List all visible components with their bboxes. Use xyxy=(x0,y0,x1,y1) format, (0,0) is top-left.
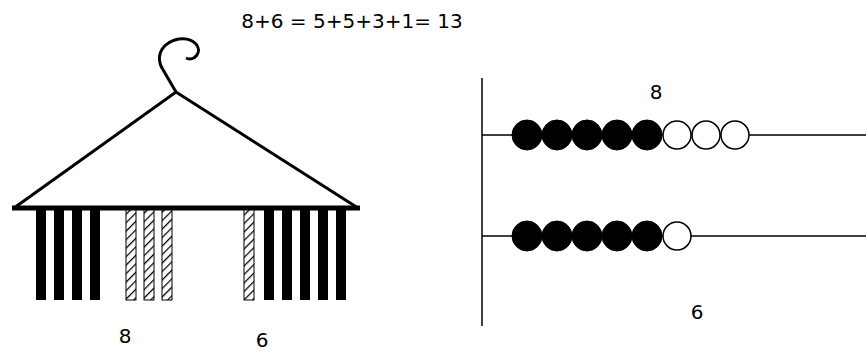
strips xyxy=(36,210,346,300)
abacus xyxy=(482,78,866,326)
black-strip xyxy=(36,210,46,300)
white-bead xyxy=(692,121,720,149)
black-strip xyxy=(72,210,82,300)
black-strip xyxy=(300,210,310,300)
black-bead xyxy=(572,120,602,150)
striped-strip xyxy=(126,210,136,300)
black-bead xyxy=(602,221,632,251)
black-bead xyxy=(512,221,542,251)
hanger-bar xyxy=(12,206,360,211)
black-strip xyxy=(318,210,328,300)
abacus-frame xyxy=(481,78,483,326)
striped-strip xyxy=(244,210,254,300)
black-strip xyxy=(282,210,292,300)
black-bead xyxy=(512,120,542,150)
count-label: 6 xyxy=(691,300,704,324)
black-bead xyxy=(572,221,602,251)
striped-strip xyxy=(144,210,154,300)
black-bead xyxy=(542,221,572,251)
hanger-frame xyxy=(14,92,358,208)
white-bead xyxy=(721,121,749,149)
count-label: 6 xyxy=(256,328,269,352)
black-bead xyxy=(632,221,662,251)
count-label: 8 xyxy=(119,324,132,348)
black-strip xyxy=(90,210,100,300)
hanger xyxy=(12,39,360,208)
equation: 8+6 = 5+5+3+1= 13 xyxy=(241,9,462,33)
white-bead xyxy=(663,121,691,149)
black-bead xyxy=(542,120,572,150)
black-bead xyxy=(602,120,632,150)
count-label: 8 xyxy=(650,80,663,104)
black-strip xyxy=(54,210,64,300)
black-strip xyxy=(336,210,346,300)
white-bead xyxy=(663,222,691,250)
black-strip xyxy=(264,210,274,300)
striped-strip xyxy=(162,210,172,300)
hanger-hook xyxy=(159,39,198,92)
black-bead xyxy=(632,120,662,150)
